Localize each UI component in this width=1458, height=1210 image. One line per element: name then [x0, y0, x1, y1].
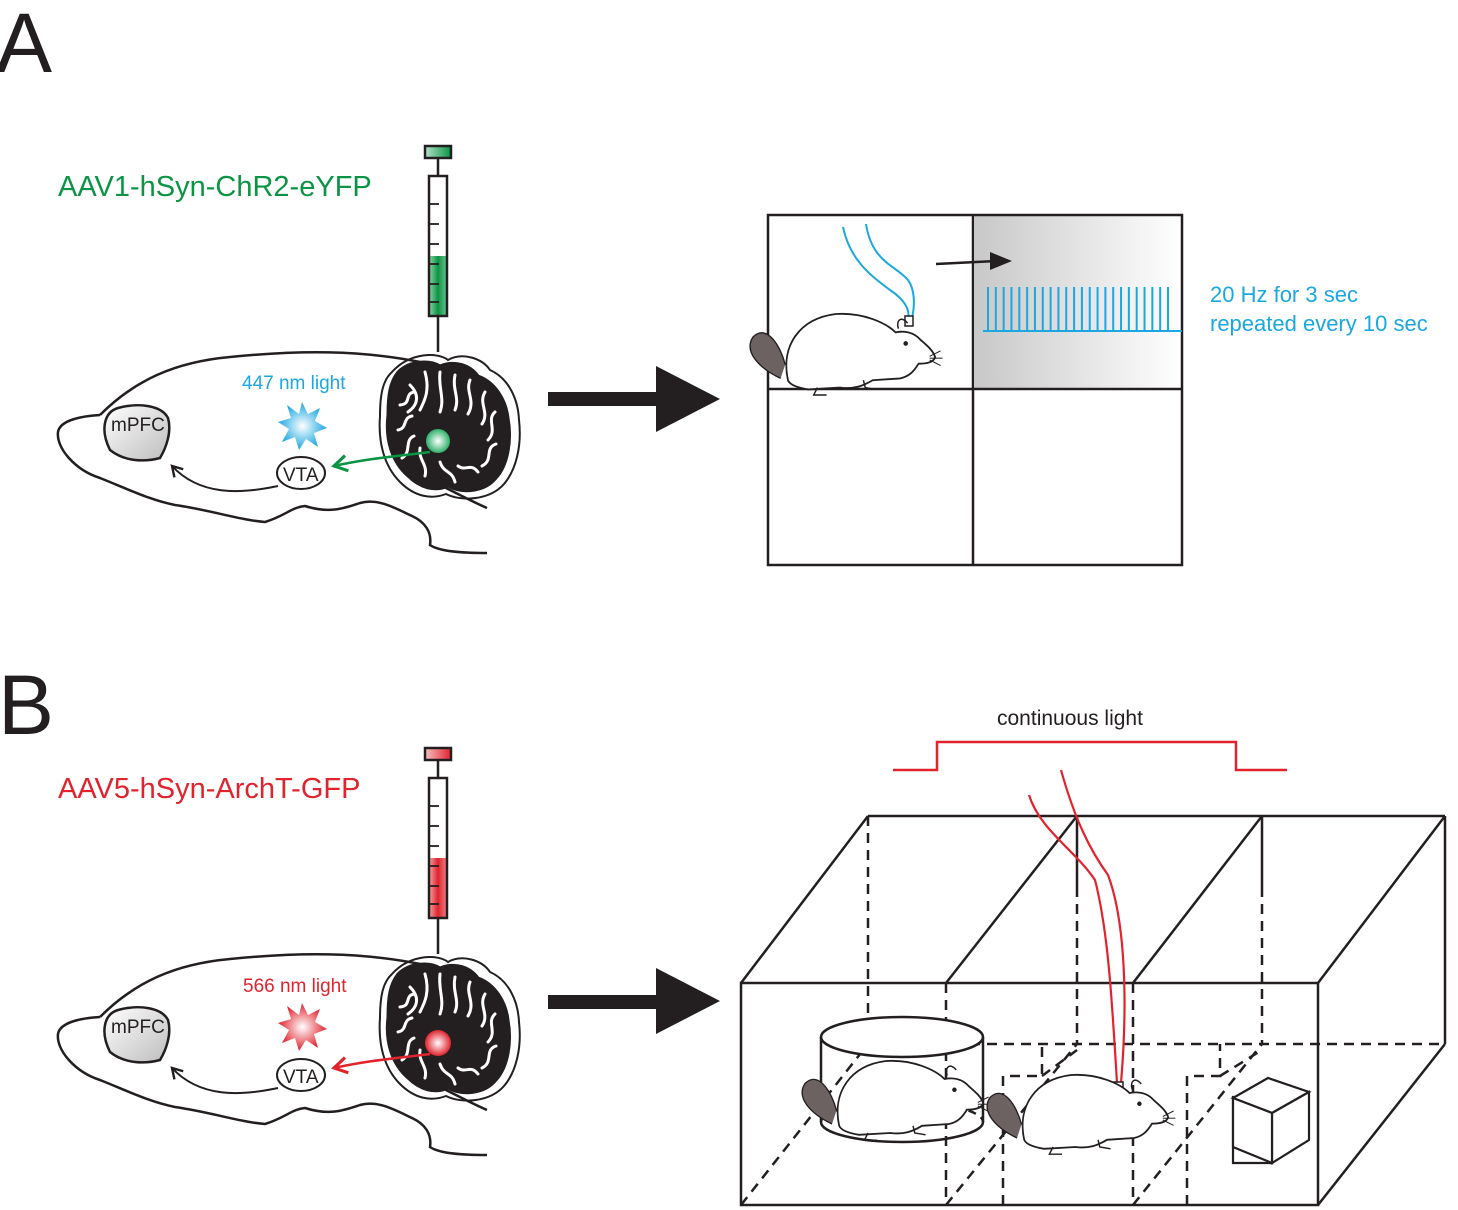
panel-a-brain-diagram	[56, 351, 522, 555]
panel-b: B AAV5-hSyn-ArchT-GFP mPFC VTA 566 nm li…	[0, 658, 1447, 1207]
panel-b-brain-diagram	[56, 953, 522, 1157]
panel-b-test-rat-icon	[986, 1073, 1177, 1156]
panel-a-vta-to-mpfc-arrow	[170, 464, 279, 493]
panel-b-flow-arrow	[548, 968, 720, 1034]
panel-b-construct-label: AAV5-hSyn-ArchT-GFP	[58, 773, 360, 805]
panel-a-vta-region	[276, 456, 326, 490]
panel-a-mpfc-label: mPFC	[111, 415, 165, 436]
panel-b-light-protocol-label: continuous light	[997, 707, 1143, 730]
panel-a-light-burst-icon	[278, 402, 327, 450]
panel-b-wire-cup	[819, 1015, 985, 1144]
panel-a-injection-site	[426, 429, 450, 453]
panel-a-light-label: 447 nm light	[242, 373, 346, 394]
panel-b-vta-to-mpfc-arrow	[170, 1066, 279, 1095]
panel-a-mpfc-region	[103, 404, 171, 462]
panel-b-mpfc-label: mPFC	[111, 1017, 165, 1038]
panel-b-light-trace	[893, 740, 1287, 772]
panel-a-stim-line2: repeated every 10 sec	[1210, 311, 1428, 336]
panel-a-vta-label: VTA	[283, 465, 319, 486]
panel-b-vta-label: VTA	[283, 1067, 319, 1088]
panel-a-letter: A	[0, 0, 52, 90]
panel-a-construct-label: AAV1-hSyn-ChR2-eYFP	[58, 171, 372, 203]
panel-b-light-label: 566 nm light	[243, 976, 347, 997]
panel-a: A AAV1-hSyn-ChR2-eYFP mPFC VTA 447 nm li…	[0, 0, 1428, 567]
panel-a-stim-line1: 20 Hz for 3 sec	[1210, 282, 1358, 307]
panel-b-vta-region	[276, 1058, 326, 1092]
panel-a-syringe-icon	[423, 144, 453, 354]
panel-b-optic-fibers	[1027, 769, 1126, 1084]
panel-b-object-cube-icon	[1230, 1076, 1312, 1165]
panel-b-mpfc-region	[103, 1006, 171, 1064]
panel-b-injection-site	[425, 1030, 451, 1056]
panel-a-flow-arrow	[548, 366, 720, 432]
panel-b-syringe-icon	[423, 746, 453, 956]
panel-b-letter: B	[0, 658, 54, 752]
panel-a-stim-zone	[975, 215, 1182, 388]
panel-b-stranger-rat-icon	[801, 1059, 992, 1142]
panel-a-pulse-train	[983, 287, 1182, 332]
panel-b-light-burst-icon	[278, 1003, 327, 1051]
panel-b-projection-arrow	[331, 1052, 431, 1075]
panel-a-projection-arrow	[331, 450, 431, 473]
panel-a-arena	[749, 213, 1184, 567]
